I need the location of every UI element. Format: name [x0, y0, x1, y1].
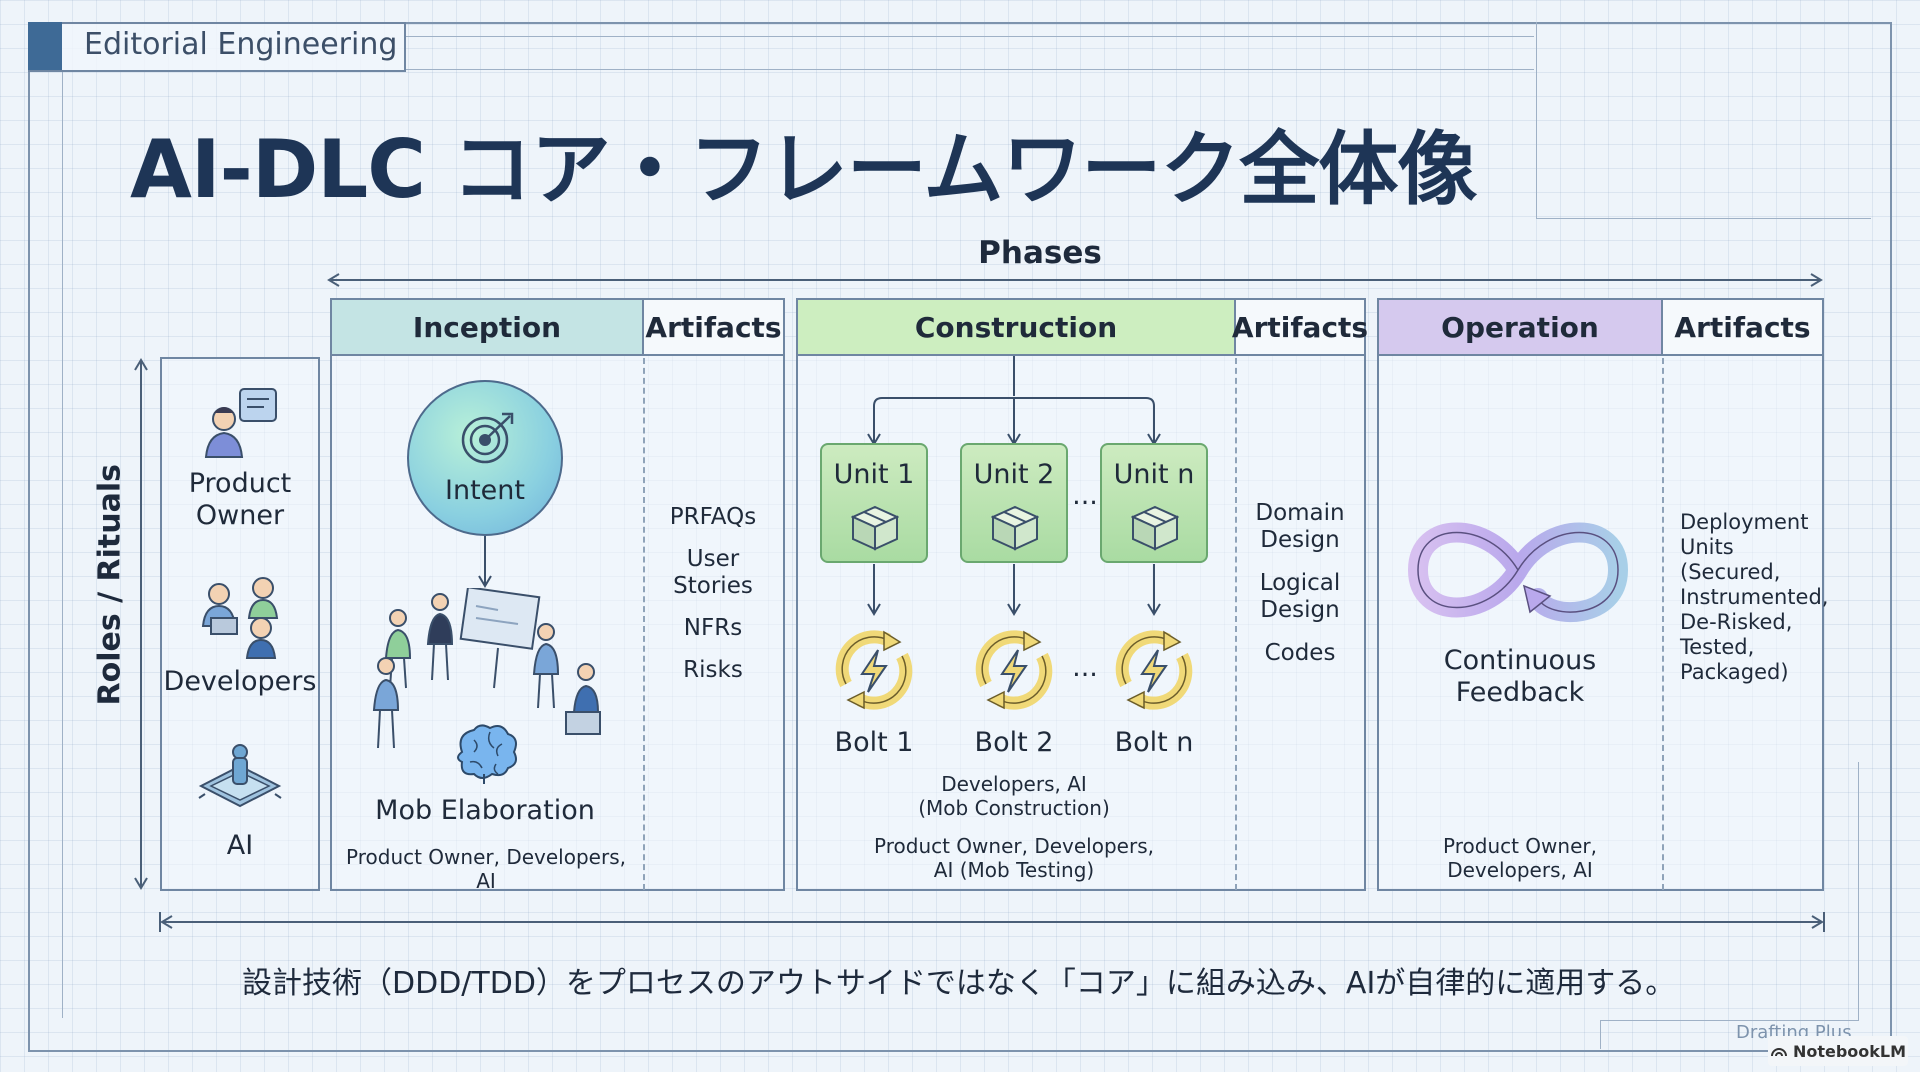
corner-box-bottom-right — [1600, 1020, 1859, 1049]
unit-to-bolt-arrows — [867, 564, 1161, 616]
inception-artifact-user-stories: User Stories — [673, 546, 753, 599]
bolt-2-icon — [975, 630, 1053, 710]
header-accent-square — [28, 22, 62, 70]
operation-header: Operation — [1377, 298, 1663, 356]
box-icon — [1131, 505, 1179, 551]
mob-testing-label: Product Owner, Developers, AI (Mob Testi… — [874, 834, 1154, 882]
brain-icon — [457, 724, 517, 784]
notebooklm-badge: NotebookLM — [1768, 1036, 1908, 1066]
role-developers-label: Developers — [163, 666, 317, 697]
operation-column — [1377, 356, 1824, 891]
intent-arrow — [478, 536, 492, 588]
mob-elaboration-label: Mob Elaboration — [375, 795, 595, 826]
mob-construction-label: Developers, AI (Mob Construction) — [918, 772, 1110, 820]
unit-n-card: Unit n — [1100, 443, 1208, 563]
phases-arrow — [327, 273, 1823, 287]
infinity-feedback-icon — [1407, 522, 1629, 623]
role-product-owner-label: Product Owner — [188, 468, 292, 531]
roles-axis-label: Roles / Rituals — [92, 463, 128, 706]
bolt-1-label: Bolt 1 — [834, 727, 914, 758]
target-icon — [461, 412, 514, 464]
page-title: AI-DLC コア・フレームワーク全体像 — [130, 123, 1477, 216]
unit-2-card: Unit 2 — [960, 443, 1068, 563]
construction-artifact-codes: Codes — [1264, 640, 1336, 666]
bolts-ellipsis: ... — [1072, 652, 1098, 683]
ai-icon — [198, 744, 282, 808]
construction-artifact-domain-design: Domain Design — [1255, 500, 1345, 553]
header-tab — [28, 22, 406, 72]
operation-artifacts-header: Artifacts — [1661, 298, 1824, 356]
bolt-n-icon — [1115, 630, 1193, 710]
unit-1-card: Unit 1 — [820, 443, 928, 563]
inception-artifact-risks: Risks — [683, 657, 743, 683]
notebooklm-icon — [1770, 1048, 1787, 1057]
inception-participants: Product Owner, Developers, AI — [346, 845, 626, 893]
header-label: Editorial Engineering — [84, 27, 398, 62]
corner-line-right — [1858, 762, 1859, 1020]
operation-artifacts: Deployment Units (Secured, Instrumented,… — [1680, 510, 1829, 684]
unit-2-label: Unit 2 — [973, 459, 1055, 490]
watermark-label: NotebookLM — [1792, 1041, 1907, 1061]
developers-icon — [201, 577, 279, 659]
box-icon — [851, 505, 899, 551]
intent-label: Intent — [445, 475, 525, 506]
bolt-n-label: Bolt n — [1114, 727, 1194, 758]
construction-artifact-logical-design: Logical Design — [1259, 570, 1341, 623]
inception-artifact-nfrs: NFRs — [683, 615, 743, 641]
construction-header: Construction — [796, 298, 1236, 356]
inception-artifact-prfaqs: PRFAQs — [669, 504, 757, 530]
intent-circle — [407, 380, 563, 536]
role-ai-label: AI — [226, 830, 254, 861]
footer-statement: 設計技術（DDD/TDD）をプロセスのアウトサイドではなく「コア」に組み込み、A… — [242, 966, 1676, 1001]
unit-1-label: Unit 1 — [833, 459, 915, 490]
mob-team-illustration — [372, 588, 601, 749]
corner-box-top-right — [1536, 22, 1871, 219]
bolt-1-icon — [835, 630, 913, 710]
bottom-span-arrow — [159, 912, 1825, 932]
header-rule — [404, 36, 1534, 70]
phases-label: Phases — [978, 235, 1102, 271]
unit-branch-arrows — [867, 356, 1161, 444]
units-ellipsis: ... — [1072, 480, 1098, 511]
construction-divider — [1235, 358, 1237, 890]
product-owner-icon — [204, 388, 277, 458]
inception-header: Inception — [330, 298, 644, 356]
box-icon — [991, 505, 1039, 551]
inner-frame-left — [46, 70, 63, 1018]
inception-divider — [643, 358, 645, 890]
unit-n-label: Unit n — [1113, 459, 1195, 490]
bolt-2-label: Bolt 2 — [974, 727, 1054, 758]
inception-artifacts-header: Artifacts — [642, 298, 785, 356]
construction-artifacts-header: Artifacts — [1232, 298, 1368, 356]
roles-arrow — [134, 358, 148, 890]
operation-participants: Product Owner, Developers, AI — [1443, 834, 1597, 882]
outer-frame — [28, 22, 1892, 1052]
operation-divider — [1662, 358, 1664, 890]
continuous-feedback-label: Continuous Feedback — [1443, 645, 1597, 708]
